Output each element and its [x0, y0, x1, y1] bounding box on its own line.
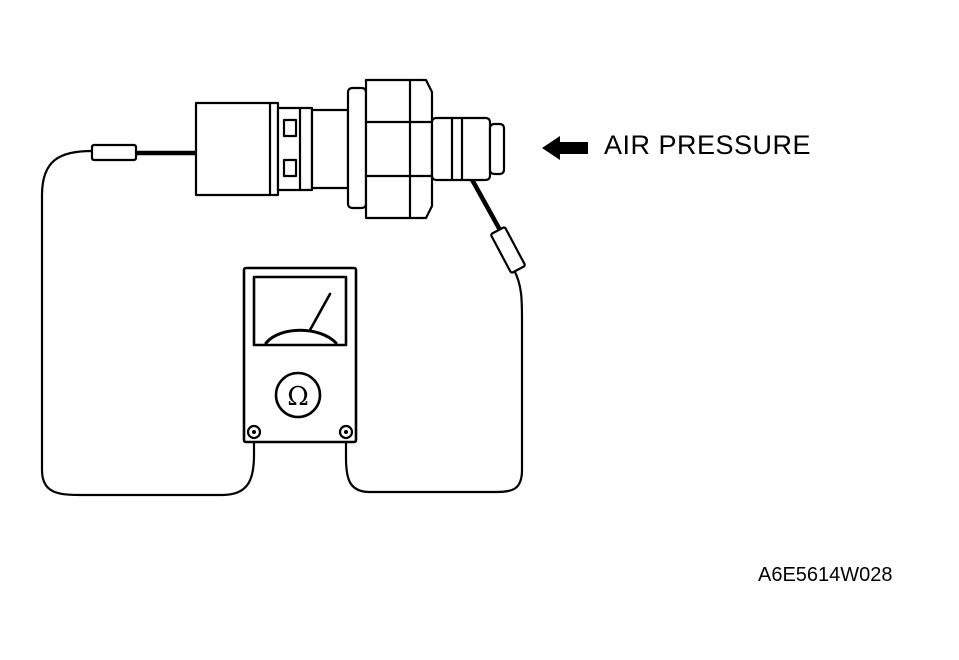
right-wire: [344, 173, 524, 494]
pressure-switch: [194, 78, 506, 220]
ohmmeter: [242, 266, 358, 444]
figure-code: A6E5614W028: [758, 564, 893, 586]
left-connector: [90, 143, 138, 162]
air-pressure-label: AIR PRESSURE: [604, 130, 812, 160]
ohm-symbol: Ω: [287, 382, 309, 412]
right-connector: [490, 226, 526, 274]
left-wire: [40, 149, 256, 497]
arrow-left-icon: [542, 136, 588, 160]
